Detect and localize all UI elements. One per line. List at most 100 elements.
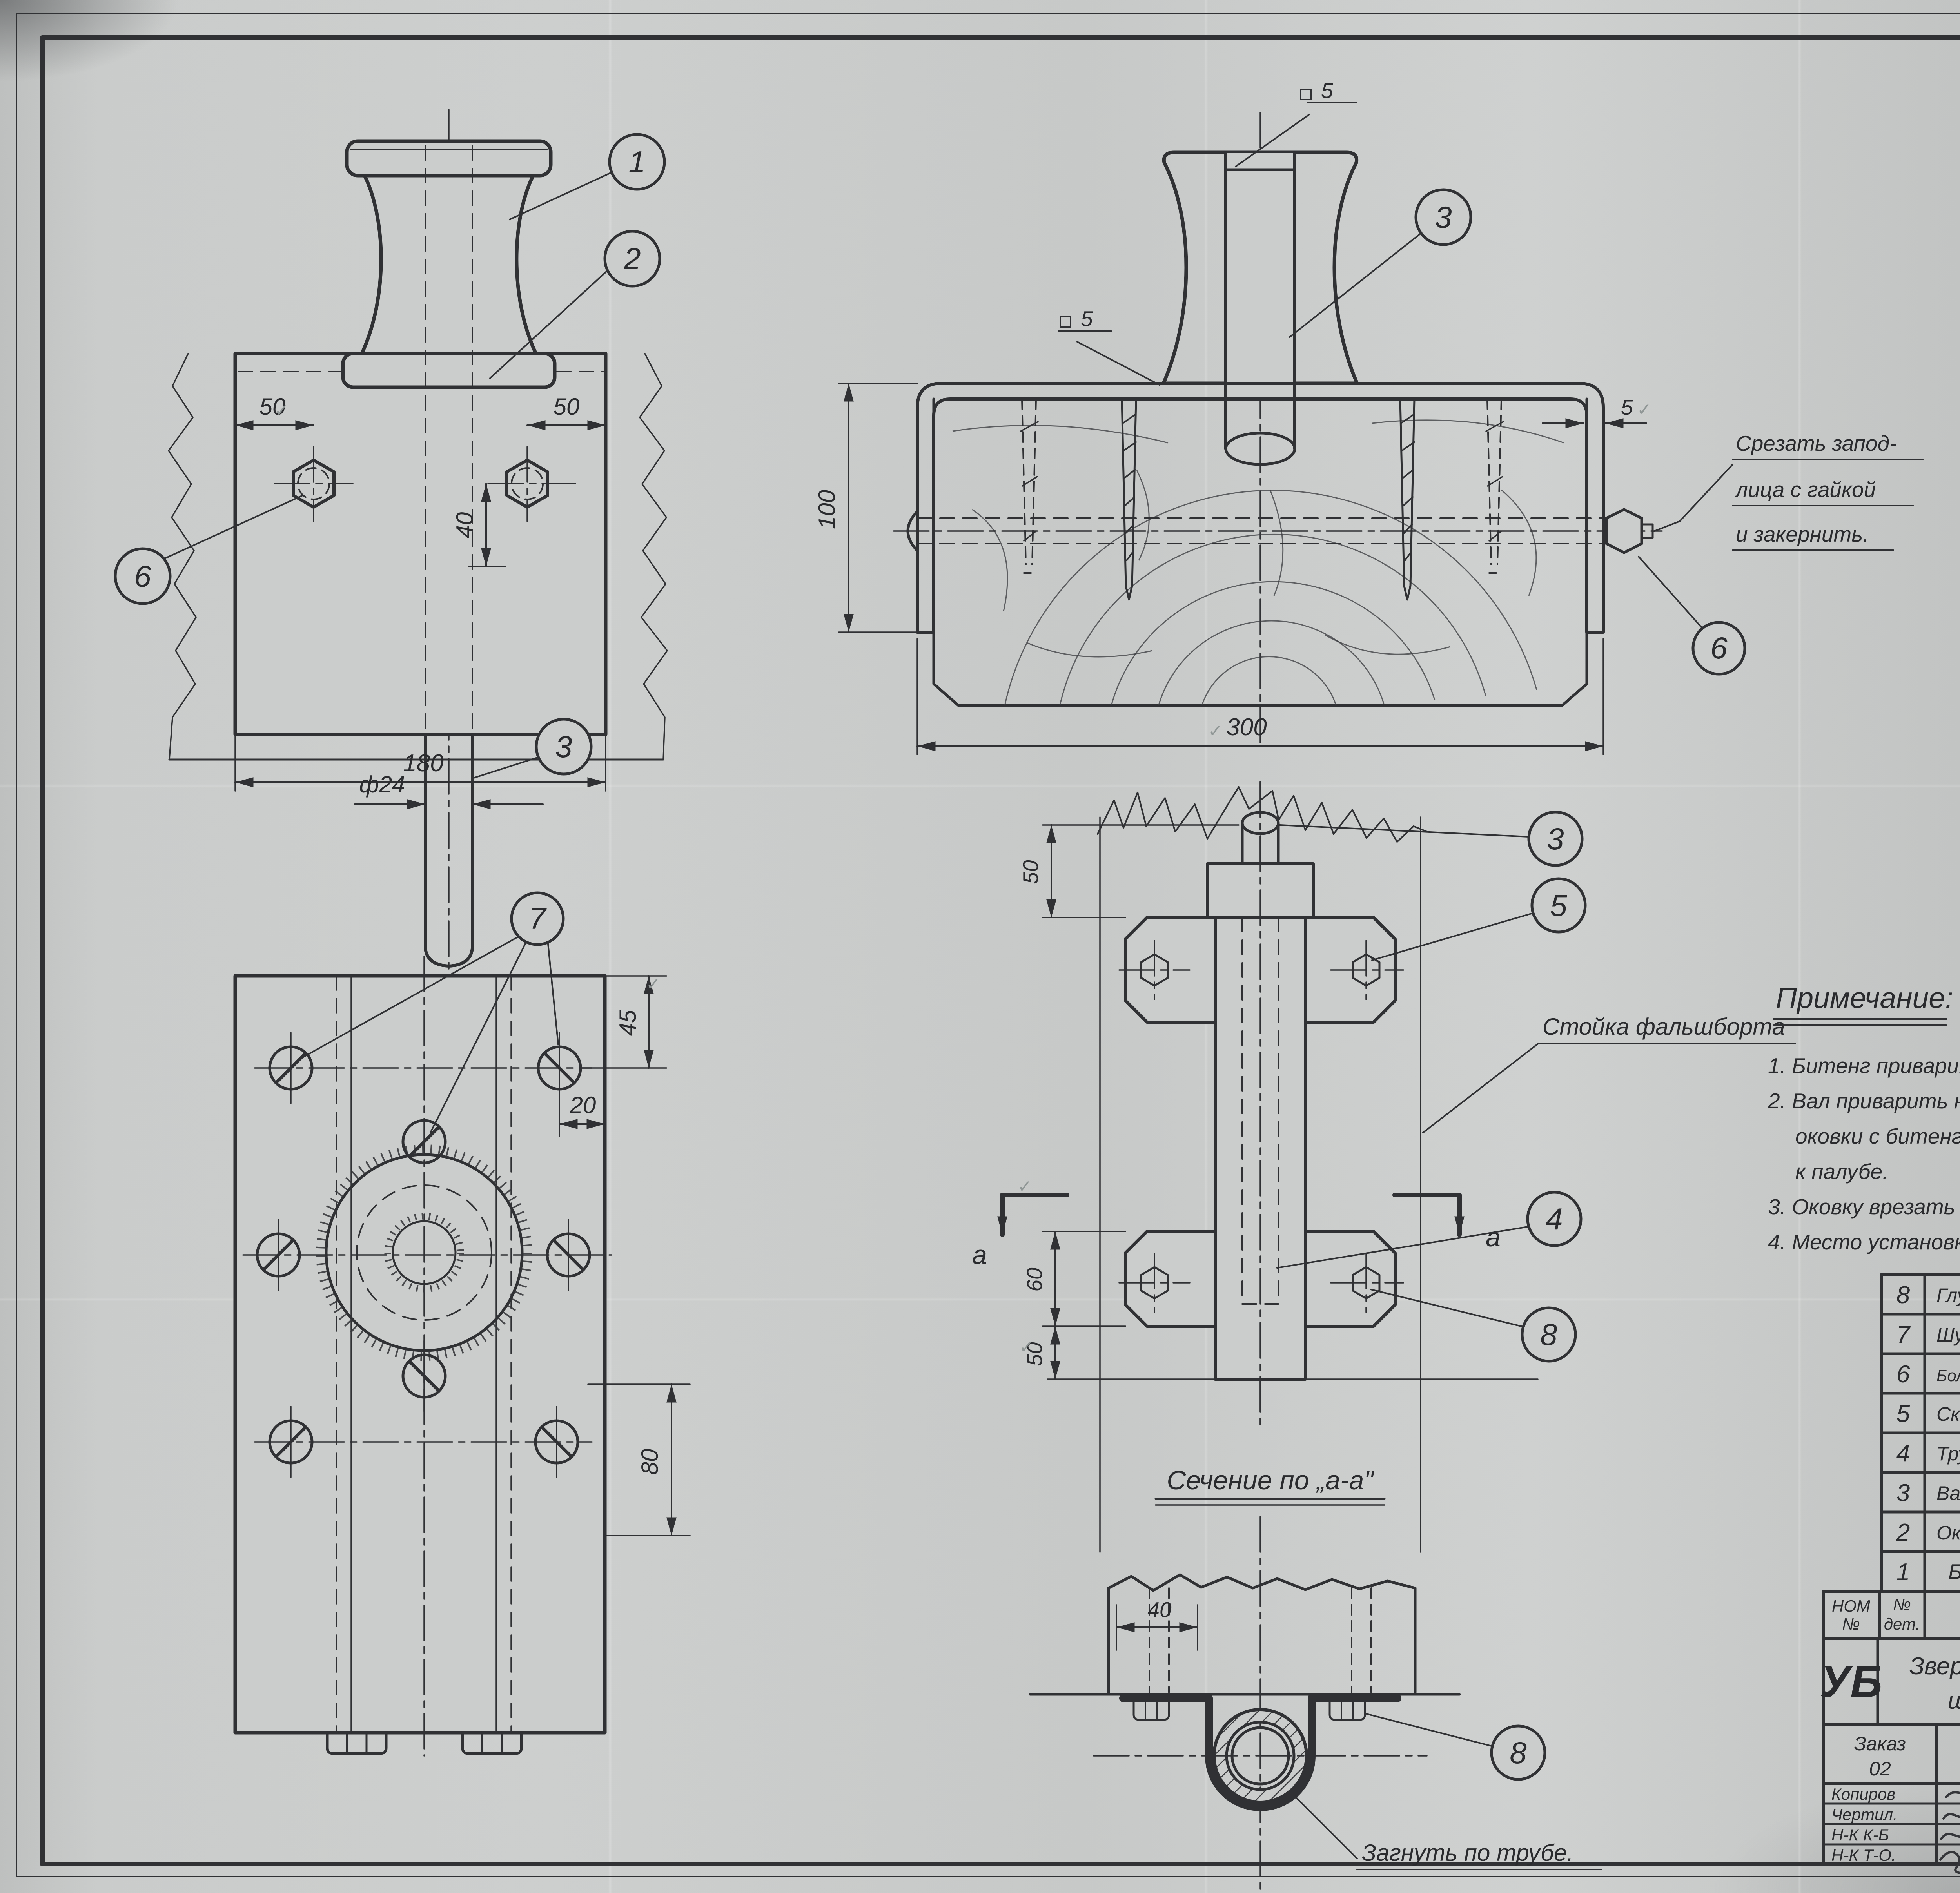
svg-text:Зверобойная: Зверобойная	[1909, 1653, 1960, 1680]
signature	[1942, 1813, 1960, 1820]
callout-3-side: 3	[1279, 811, 1584, 867]
dim-45: 45	[580, 975, 667, 1069]
svg-text:3: 3	[1896, 1480, 1910, 1507]
svg-text:60: 60	[1022, 1267, 1047, 1292]
svg-text:3: 3	[555, 729, 572, 764]
svg-text:Копиров: Копиров	[1831, 1785, 1895, 1803]
dim-d24: ф24	[354, 771, 544, 809]
svg-text:02: 02	[1869, 1758, 1891, 1780]
bolt-heads-below-plate	[326, 1731, 523, 1755]
hex-bolt-right	[487, 446, 576, 522]
svg-text:УБ: УБ	[1820, 1657, 1882, 1707]
signature	[1939, 1851, 1960, 1874]
callout-8-side: 8	[1370, 1289, 1577, 1363]
note-bend: Загнуть по трубе.	[1292, 1793, 1602, 1870]
svg-text:✓: ✓	[274, 401, 289, 420]
svg-text:НОМ: НОМ	[1832, 1597, 1870, 1615]
svg-text:№: №	[1893, 1595, 1911, 1614]
svg-text:a: a	[1486, 1222, 1501, 1252]
dim-5-plate: 5	[1542, 395, 1647, 428]
svg-text:50: 50	[554, 393, 580, 420]
svg-text:4: 4	[1896, 1440, 1910, 1467]
svg-text:6: 6	[134, 559, 151, 593]
nut	[1605, 508, 1643, 554]
svg-text:1: 1	[1896, 1559, 1910, 1586]
through-bolt	[893, 508, 1663, 554]
section-aa-title: Сечение по „а-а"	[1154, 1465, 1386, 1506]
label-stanchion: Стойка фальшборта	[1422, 1014, 1796, 1133]
svg-text:Вал ф24 ℓ=920мм.: Вал ф24 ℓ=920мм.	[1936, 1482, 1960, 1504]
dim-50-bottom: 50	[1022, 1325, 1060, 1380]
parts-rows: 8 Глухарь ф10 ℓ=80мм. 4 Ст.3 0,06 0,24 7…	[1896, 1282, 1960, 1586]
svg-text:1: 1	[628, 145, 645, 179]
pipe-strap	[1119, 1694, 1401, 1811]
note-cut-flush: Срезать запод- лица с гайкой и закернить…	[1653, 431, 1924, 551]
callout-2: 2	[489, 230, 661, 379]
section-marks-aa: a a	[972, 1193, 1501, 1270]
svg-text:ф24: ф24	[359, 771, 405, 798]
hex-bolt-left	[274, 446, 354, 522]
weld-mark-top: 5	[1235, 78, 1357, 167]
svg-text:5: 5	[1081, 306, 1093, 331]
dim-50-left: 50	[234, 393, 314, 436]
view-main-section: 5 5 100 300 5 3 6 Срезать запод-	[814, 78, 1924, 755]
svg-text:Н-К Т-О.: Н-К Т-О.	[1831, 1846, 1896, 1864]
svg-text:оковки с битенгом к планширю,: оковки с битенгом к планширю, и трубы к …	[1795, 1124, 1960, 1148]
svg-text:8: 8	[1896, 1282, 1910, 1309]
svg-text:50: 50	[260, 393, 286, 420]
svg-text:50: 50	[1022, 1342, 1047, 1366]
callout-8-aa: 8	[1364, 1713, 1546, 1781]
svg-text:1. Битенг приварить к оковке в: 1. Битенг приварить к оковке в цехе.	[1768, 1053, 1960, 1078]
dim-40: 40	[452, 483, 506, 567]
svg-text:Шуруп по дер. ф8 ℓ=80мм: Шуруп по дер. ф8 ℓ=80мм	[1936, 1324, 1960, 1346]
svg-text:2: 2	[623, 241, 641, 276]
svg-text:20: 20	[570, 1092, 596, 1118]
svg-text:8: 8	[1540, 1317, 1557, 1352]
view-side: 50 60 50 a a Стойка фальшборта 3 5 4	[972, 781, 1796, 1553]
dim-50-right: 50	[526, 393, 606, 436]
svg-text:Сечение по „а-а": Сечение по „а-а"	[1167, 1465, 1374, 1495]
svg-text:✓: ✓	[1019, 1338, 1034, 1357]
sheet-frame	[16, 13, 1960, 1877]
svg-text:40: 40	[452, 512, 478, 539]
svg-text:3. Оковку врезать в планширь з: 3. Оковку врезать в планширь заподлицо.	[1768, 1195, 1960, 1219]
dim-180: 180	[234, 734, 606, 792]
svg-text:№: №	[1842, 1615, 1860, 1633]
wood-grain	[952, 419, 1564, 705]
svg-text:6: 6	[1896, 1361, 1910, 1388]
svg-text:✓: ✓	[1018, 1177, 1032, 1196]
view-section-aa: Сечение по „а-а" 40 8 Загнуть по трубе.	[1029, 1465, 1602, 1892]
svg-text:7: 7	[529, 901, 547, 936]
pencil-check-marks: ✓ ✓ ✓ ✓ ✓ ✓ ✓ ✓ ✓ ✓	[274, 400, 1651, 1357]
svg-text:✓: ✓	[1208, 722, 1223, 741]
parts-header: НОМ № № дет. Наименование К-во М-л. 1шт.…	[1822, 1590, 1960, 1866]
svg-text:шхуна: шхуна	[1948, 1687, 1960, 1714]
svg-text:7: 7	[1896, 1321, 1911, 1348]
svg-text:Примечание:: Примечание:	[1776, 981, 1953, 1014]
dim-80: 80	[587, 1383, 691, 1536]
svg-text:Н-К К-Б: Н-К К-Б	[1831, 1826, 1889, 1844]
svg-text:Болт с полупот. гол. М12 ℓ=320: Болт с полупот. гол. М12 ℓ=320.	[1936, 1366, 1960, 1385]
svg-text:6: 6	[1710, 631, 1728, 665]
slotted-screws	[256, 1032, 591, 1478]
svg-text:5: 5	[1896, 1400, 1910, 1427]
view-front-elevation: 50 50 40 180 ф24 1 2 6 3	[114, 109, 668, 988]
callout-1: 1	[509, 133, 666, 220]
svg-text:Срезать запод-: Срезать запод-	[1736, 431, 1896, 455]
dim-100: 100	[814, 383, 918, 633]
svg-text:45: 45	[615, 1010, 641, 1036]
svg-text:Битенг: Битенг	[1948, 1559, 1960, 1584]
svg-text:3: 3	[1435, 200, 1452, 234]
svg-text:Труба 1" ℓ=400мм.: Труба 1" ℓ=400мм.	[1936, 1443, 1960, 1465]
svg-text:5: 5	[1621, 395, 1633, 419]
svg-text:Глухарь ф10 ℓ=80мм.: Глухарь ф10 ℓ=80мм.	[1936, 1284, 1960, 1306]
svg-text:Оковка планширя δ=8мм.: Оковка планширя δ=8мм.	[1936, 1522, 1960, 1544]
svg-text:3: 3	[1547, 821, 1564, 856]
callout-6-section: 6	[1638, 556, 1746, 676]
svg-text:4: 4	[1546, 1202, 1563, 1236]
dim-20: 20	[559, 1092, 606, 1137]
dim-300: 300	[916, 638, 1604, 755]
svg-text:✓: ✓	[1637, 400, 1651, 419]
svg-text:50: 50	[1018, 860, 1043, 884]
